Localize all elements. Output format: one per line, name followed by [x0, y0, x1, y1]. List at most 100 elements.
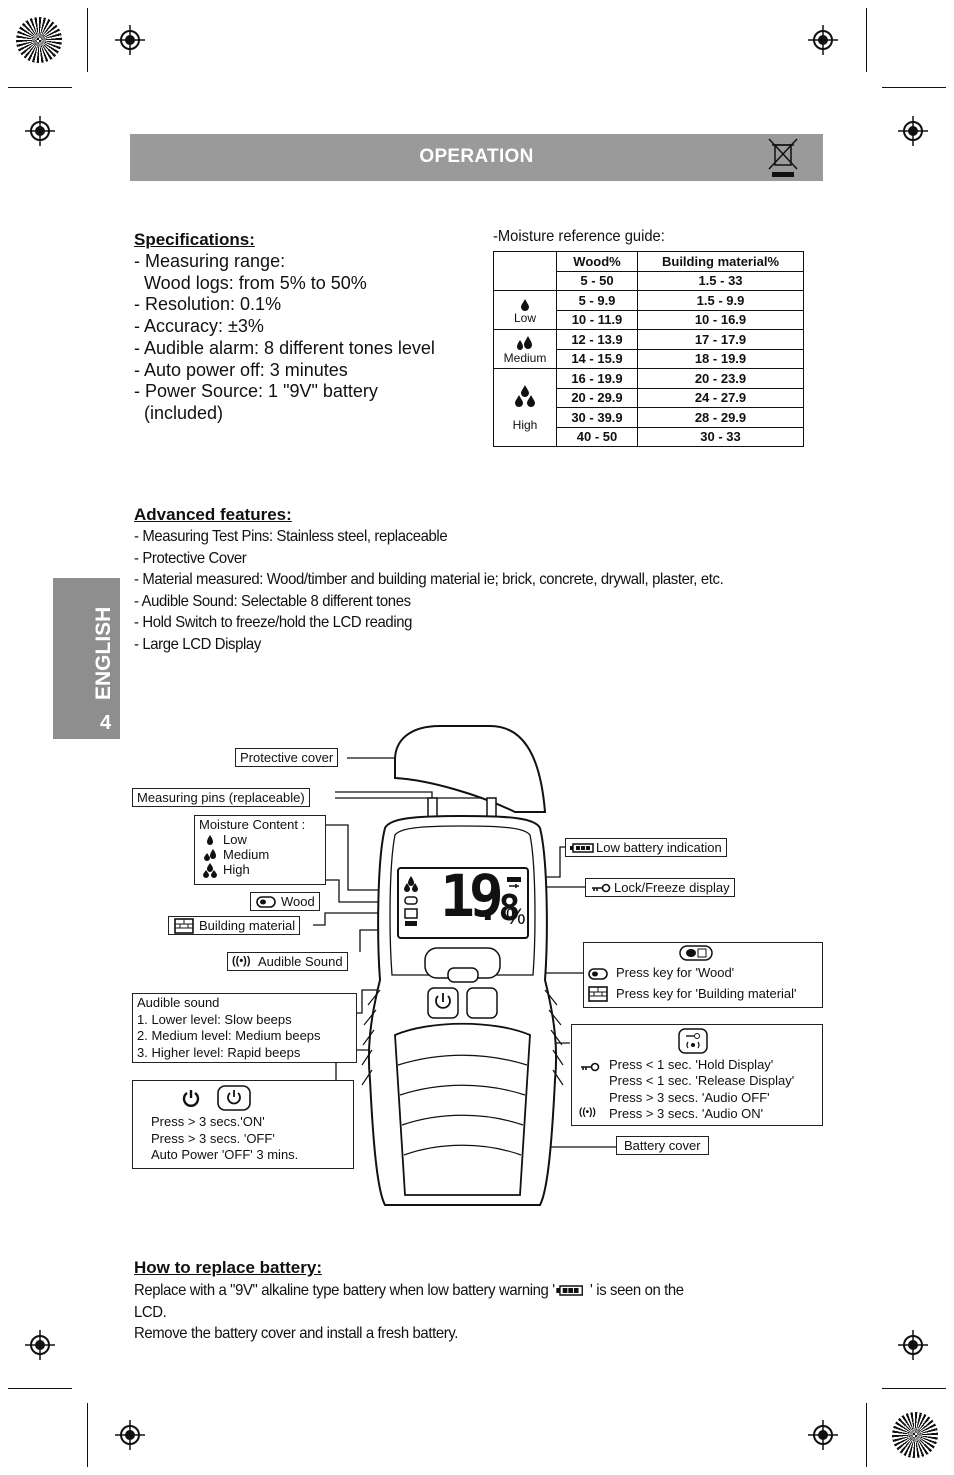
power-icon: [182, 1090, 200, 1107]
spec-item: - Power Source: 1 "9V" battery: [134, 381, 378, 402]
low-battery-label: Low battery indication: [565, 838, 727, 857]
crop-mark: [866, 8, 867, 72]
moisture-table: Wood% Building material% 5 - 50 1.5 - 33…: [493, 251, 804, 447]
table-cell: 10 - 16.9: [637, 309, 804, 330]
lcd-indicators-icon: [404, 876, 418, 926]
sound-icon: ((•)): [579, 1107, 596, 1118]
level-medium: Medium: [493, 329, 557, 369]
spec-item: - Resolution: 0.1%: [134, 294, 282, 315]
advanced-features-title: Advanced features:: [134, 505, 292, 524]
table-cell: 30 - 39.9: [556, 407, 638, 428]
double-drop-icon: [517, 336, 532, 350]
double-drop-icon: [204, 849, 216, 861]
crop-mark: [8, 1388, 72, 1389]
table-cell: 1.5 - 9.9: [637, 290, 804, 311]
language-label: ENGLISH: [92, 606, 115, 700]
crossed-bin-icon: [768, 138, 798, 177]
triple-drop-icon: [203, 863, 217, 878]
header-bar: [130, 134, 823, 181]
table-cell: 5 - 50: [556, 270, 638, 291]
audible-sound-box: Audible sound 1. Lower level: Slow beeps…: [132, 993, 357, 1063]
brick-icon: [174, 918, 194, 934]
battery-icon: [556, 1285, 584, 1297]
moisture-meter-illustration: [313, 725, 616, 1206]
table-cell: 40 - 50: [556, 426, 638, 447]
lock-freeze-label: Lock/Freeze display: [585, 878, 735, 897]
moisture-high-label: High: [223, 862, 250, 877]
crop-mark: [87, 8, 88, 72]
hold-audio-button-icon: [678, 1028, 708, 1054]
protective-cover-label: Protective cover: [235, 748, 339, 767]
crosshair-icon: [25, 1330, 55, 1360]
battery-cover-label: Battery cover: [616, 1136, 709, 1155]
lcd-reading: 19: [440, 862, 504, 930]
crosshair-icon: [115, 1420, 145, 1450]
power-button-icon: [217, 1085, 251, 1111]
table-cell: 24 - 27.9: [637, 387, 804, 408]
page-number: 4: [100, 712, 112, 734]
moisture-low-label: Low: [223, 832, 247, 847]
key-icon: [592, 883, 611, 893]
power-button-box: Press > 3 secs.'ON' Press > 3 secs. 'OFF…: [132, 1080, 354, 1169]
table-row: 20 - 29.9 24 - 27.9: [494, 387, 804, 408]
table-cell: 5 - 9.9: [556, 290, 638, 311]
battery-line: LCD.: [134, 1303, 167, 1321]
single-drop-icon: [521, 298, 529, 311]
level-label: Medium: [503, 351, 547, 365]
moisture-content-box: Moisture Content : Low Medium High: [194, 815, 326, 885]
table-row: Wood% Building material%: [493, 251, 804, 291]
moisture-content-title: Moisture Content :: [199, 817, 306, 832]
press-wood-label: Press key for 'Wood': [616, 965, 735, 980]
color-wheel-icon: [16, 17, 62, 63]
crosshair-icon: [808, 1420, 838, 1450]
brick-icon: [588, 986, 608, 1002]
wood-icon: [256, 896, 276, 908]
building-material-label: Building material: [168, 916, 301, 935]
table-row: 40 - 50 30 - 33: [494, 426, 804, 447]
advanced-features-list: - Measuring Test Pins: Stainless steel, …: [134, 526, 768, 655]
table-cell: 1.5 - 33: [637, 270, 804, 291]
spec-item: - Measuring range:: [134, 251, 286, 271]
table-cell: 14 - 15.9: [556, 348, 638, 369]
page-title: OPERATION: [419, 146, 534, 167]
table-row: Medium 12 - 13.9 17 - 17.9: [493, 329, 804, 369]
spec-item: - Accuracy: ±3%: [134, 316, 264, 337]
wood-icon: [588, 968, 608, 980]
level-low: Low: [493, 290, 557, 330]
table-cell: 10 - 11.9: [556, 309, 638, 330]
feature-item: - Hold Switch to freeze/hold the LCD rea…: [134, 614, 413, 631]
crop-mark: [882, 87, 946, 88]
feature-item: - Material measured: Wood/timber and bui…: [134, 571, 724, 588]
press-building-label: Press key for 'Building material': [616, 986, 797, 1001]
wood-label: Wood: [250, 892, 320, 911]
measuring-pins-label: Measuring pins (replaceable): [132, 788, 310, 807]
feature-item: - Audible Sound: Selectable 8 different …: [134, 592, 411, 610]
spec-item: - Auto power off: 3 minutes: [134, 359, 348, 380]
hold-key-box: ((•)) Press < 1 sec. 'Hold Display' Pres…: [571, 1024, 823, 1126]
table-cell: 16 - 19.9: [556, 368, 638, 389]
feature-item: - Large LCD Display: [134, 635, 261, 653]
level-high: High: [493, 368, 557, 447]
material-key-box: Press key for 'Wood' Press key for 'Buil…: [583, 942, 823, 1008]
crosshair-icon: [808, 25, 838, 55]
crosshair-icon: [898, 1330, 928, 1360]
crop-mark: [866, 1403, 867, 1467]
audible-sound-label: ((•)) Audible Sound: [227, 952, 348, 971]
battery-line: Replace with a "9V" alkaline type batter…: [134, 1282, 684, 1299]
table-row: High 16 - 19.9 20 - 23.9: [493, 368, 804, 447]
table-row: Low 5 - 9.9 1.5 - 9.9: [493, 290, 804, 330]
spec-item: - Audible alarm: 8 different tones level: [134, 337, 435, 358]
lcd-battery-icon: [507, 877, 521, 888]
crop-mark: [87, 1403, 88, 1467]
table-cell: 12 - 13.9: [556, 329, 638, 350]
crosshair-icon: [25, 116, 55, 146]
battery-line: Remove the battery cover and install a f…: [134, 1325, 459, 1342]
key-icon: [581, 1062, 600, 1072]
moisture-medium-label: Medium: [223, 847, 270, 862]
feature-item: - Protective Cover: [134, 549, 247, 567]
table-row: 30 - 39.9 28 - 29.9: [494, 407, 804, 428]
lcd-reading-decimal: .8: [477, 888, 521, 929]
table-cell: 28 - 29.9: [637, 407, 804, 428]
table-row: 10 - 11.9 10 - 16.9: [494, 309, 804, 330]
battery-title: How to replace battery:: [134, 1258, 322, 1277]
